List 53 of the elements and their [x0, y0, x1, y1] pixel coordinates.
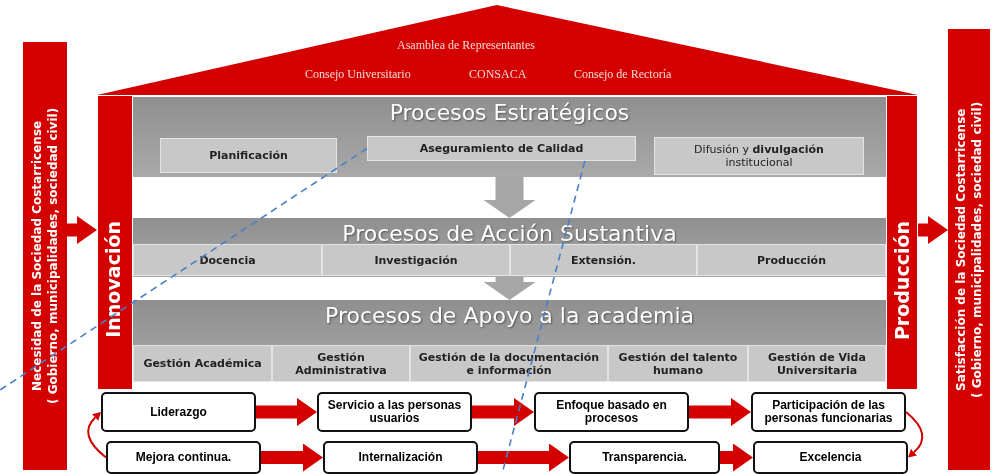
process-band: [133, 218, 886, 277]
process-box: Extensión.: [510, 244, 697, 276]
leader-line: [0, 147, 368, 391]
governing-body-text: CONSACA: [469, 67, 527, 82]
value-box: Mejora continua.: [106, 441, 261, 474]
value-box: Participación de las personas funcionarias: [751, 392, 906, 432]
stakeholder-pillar: [23, 42, 67, 470]
roof-shape: [97, 5, 918, 95]
value-box: Internalización: [323, 441, 478, 474]
band-title: Procesos Estratégicos: [388, 100, 631, 125]
arrow: [472, 398, 534, 426]
process-box: Gestión Académica: [133, 345, 272, 382]
band-title: Procesos de Acción Sustantiva: [341, 221, 678, 246]
arrow: [261, 443, 323, 472]
pillar-text: ( Gobierno, municipalidades, sociedad civil): [45, 107, 61, 405]
pillar-text: Necesidad de la Sociedad Costarricense: [29, 120, 45, 392]
arrow: [905, 411, 924, 458]
process-box: Docencia: [133, 244, 322, 276]
governing-body-text: Asamblea de Representantes: [397, 38, 535, 53]
band-title: Procesos de Apoyo a la academia: [324, 303, 695, 328]
stakeholder-pillar: [948, 29, 990, 470]
arrow: [256, 398, 317, 426]
governing-body-text: Consejo Universitario: [305, 67, 411, 82]
process-box: Gestión del talento humano: [608, 345, 748, 382]
governing-body-text: Consejo de Rectoría: [574, 67, 672, 82]
process-box: Gestión de la documentación e información: [410, 345, 608, 382]
column-bar: [97, 95, 133, 390]
column-bar: [886, 95, 918, 390]
process-box: Producción: [697, 244, 886, 276]
process-box: Aseguramiento de Calidad: [367, 136, 636, 161]
process-box: Gestión de Vida Universitaria: [748, 345, 886, 382]
arrow: [483, 277, 536, 300]
arrow: [918, 216, 948, 244]
pillar-text: ( Gobierno, municipalidades, sociedad civil): [969, 101, 985, 398]
process-box: Difusión y divulgación institucional: [654, 137, 864, 175]
value-box: Servicio a las personas usuarios: [317, 392, 472, 432]
process-box: Investigación: [322, 244, 510, 276]
value-box: Excelencia: [753, 441, 908, 474]
value-box: Enfoque basado en procesos: [534, 392, 689, 432]
column-label: Producción: [891, 221, 913, 341]
pillar-text: Satisfacción de la Sociedad Costarricense: [953, 108, 969, 391]
value-box: Liderazgo: [101, 392, 256, 432]
value-box: Transparencia.: [569, 441, 720, 474]
arrow: [483, 177, 536, 218]
process-box: Planificación: [160, 138, 337, 173]
arrow: [87, 411, 107, 459]
arrow: [67, 216, 97, 244]
process-band: [133, 97, 886, 177]
process-box: Gestión Administrativa: [272, 345, 410, 382]
arrow: [720, 443, 753, 472]
process-band: [133, 300, 886, 382]
arrow: [478, 443, 569, 472]
column-label: Innovación: [102, 221, 124, 338]
